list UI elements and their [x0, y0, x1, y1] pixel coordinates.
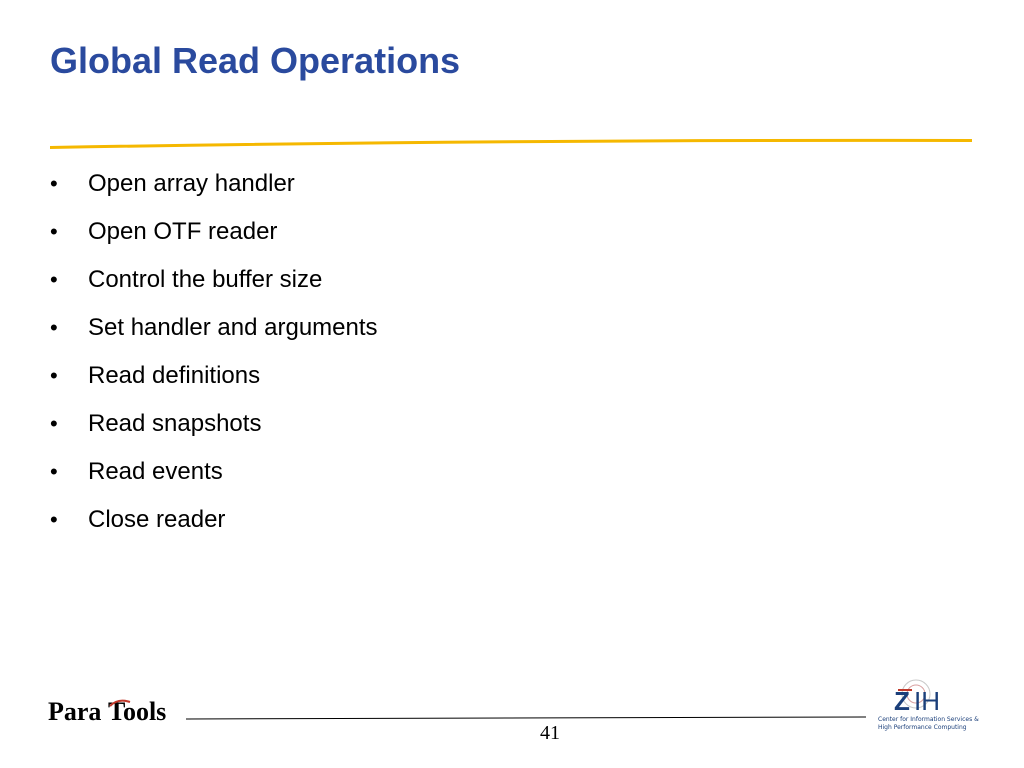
bullet-text: Open OTF reader: [88, 218, 278, 245]
bullet-text: Close reader: [88, 506, 226, 533]
bullet-icon: •: [50, 411, 58, 436]
bullet-icon: •: [50, 363, 58, 388]
svg-text:Z: Z: [894, 686, 910, 716]
bullet-text: Control the buffer size: [88, 266, 323, 293]
bullet-icon: •: [50, 507, 58, 532]
paratools-logo: Para Tools: [48, 696, 188, 726]
zih-logo-icon: Z IH: [894, 679, 940, 716]
bullet-text: Open array handler: [88, 170, 295, 197]
bullet-icon: •: [50, 219, 58, 244]
bullet-text: Read snapshots: [88, 410, 262, 437]
bullet-text: Read events: [88, 458, 223, 485]
slide-title: Global Read Operations: [50, 40, 461, 81]
bullet-icon: •: [50, 315, 58, 340]
bullet-icon: •: [50, 267, 58, 292]
zih-caption-line1: Center for Information Services &: [878, 716, 979, 723]
bullet-text: Set handler and arguments: [88, 314, 378, 341]
page-number: 41: [540, 722, 560, 744]
svg-text:IH: IH: [914, 686, 940, 716]
title-underline: [50, 138, 972, 149]
bullet-text: Read definitions: [88, 362, 261, 389]
svg-text:Para: Para: [48, 697, 101, 726]
zih-caption-line2: High Performance Computing: [878, 724, 967, 731]
zih-caption: Center for Information Services & High P…: [878, 716, 988, 732]
bullet-icon: •: [50, 459, 58, 484]
zih-logo: Z IH: [870, 676, 980, 721]
paratools-logo-icon: Para Tools: [48, 697, 166, 726]
bullet-icon: •: [50, 171, 58, 196]
